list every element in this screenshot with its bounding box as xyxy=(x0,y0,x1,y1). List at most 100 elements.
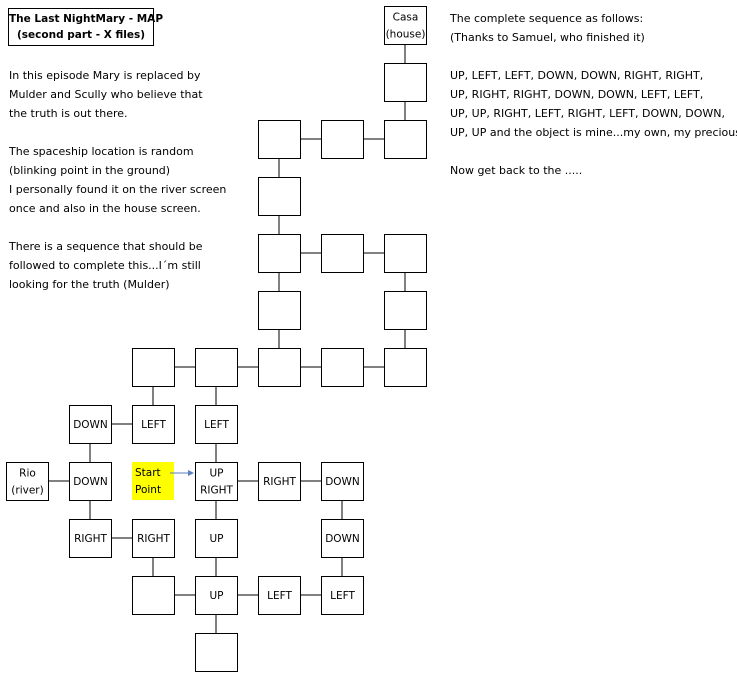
cell-r10c5: LEFT xyxy=(321,576,364,615)
cell-box xyxy=(258,234,301,273)
start-label: Point xyxy=(135,484,161,496)
note-line: (blinking point in the ground) xyxy=(9,164,171,177)
cell-r2c6 xyxy=(384,120,427,159)
sequence-line: UP, UP and the object is mine...my own, … xyxy=(450,126,737,139)
cell-box xyxy=(321,519,364,558)
note-line: Mulder and Scully who believe that xyxy=(9,88,203,101)
cell-label: Casa xyxy=(393,12,419,24)
cell-r4c5 xyxy=(321,234,364,273)
cell-r10c2 xyxy=(132,576,175,615)
sequence-line: Now get back to the ..... xyxy=(450,164,583,177)
note-line: followed to complete this...I´m still xyxy=(9,259,201,272)
cell-r10c3: UP xyxy=(195,576,238,615)
cell-label: LEFT xyxy=(204,419,229,431)
cell-r9c3: UP xyxy=(195,519,238,558)
note-line: looking for the truth (Mulder) xyxy=(9,278,170,291)
cell-rio: Rio (river) xyxy=(6,462,49,501)
cell-label: DOWN xyxy=(73,419,108,431)
cell-r4c6 xyxy=(384,234,427,273)
cell-box xyxy=(321,120,364,159)
cell-box xyxy=(132,405,175,444)
cell-box xyxy=(258,348,301,387)
cell-box xyxy=(6,462,49,501)
cell-label: UP xyxy=(209,533,223,545)
cell-box xyxy=(258,177,301,216)
cell-box xyxy=(384,234,427,273)
cell-label: LEFT xyxy=(267,590,292,602)
cell-box xyxy=(321,234,364,273)
cell-label: DOWN xyxy=(325,533,360,545)
cell-box xyxy=(321,576,364,615)
note-line: In this episode Mary is replaced by xyxy=(9,69,201,82)
cell-r8c1: DOWN xyxy=(69,462,112,501)
cell-label: LEFT xyxy=(141,419,166,431)
cell-r8c4: RIGHT xyxy=(258,462,301,501)
cell-box xyxy=(132,519,175,558)
cell-box xyxy=(258,120,301,159)
sequence-line: (Thanks to Samuel, who finished it) xyxy=(450,31,645,44)
cell-label: RIGHT xyxy=(263,476,296,488)
cell-r6c5 xyxy=(321,348,364,387)
cell-box xyxy=(69,462,112,501)
cell-box xyxy=(69,405,112,444)
cell-r8c5: DOWN xyxy=(321,462,364,501)
cell-label: Rio xyxy=(19,468,36,480)
cell-r9c1: RIGHT xyxy=(69,519,112,558)
cell-box xyxy=(258,576,301,615)
cell-box xyxy=(195,405,238,444)
cell-box xyxy=(132,348,175,387)
sequence-line: UP, UP, RIGHT, LEFT, RIGHT, LEFT, DOWN, … xyxy=(450,107,725,120)
cell-label: DOWN xyxy=(73,476,108,488)
title-line-1: The Last NightMary - MAP xyxy=(9,13,164,25)
cell-casa: Casa (house) xyxy=(384,6,427,45)
cell-r9c2: RIGHT xyxy=(132,519,175,558)
cell-label: RIGHT xyxy=(137,533,170,545)
cell-box xyxy=(384,6,427,45)
cell-r5c6 xyxy=(384,291,427,330)
note-line: I personally found it on the river scree… xyxy=(9,183,227,196)
start-arrowhead xyxy=(188,470,194,476)
cell-box xyxy=(195,633,238,672)
cell-r11c3 xyxy=(195,633,238,672)
cell-box xyxy=(195,348,238,387)
cell-r6c6 xyxy=(384,348,427,387)
cell-box xyxy=(195,576,238,615)
cell-box xyxy=(384,348,427,387)
start-label: Start xyxy=(135,467,161,479)
cell-r2c5 xyxy=(321,120,364,159)
cell-label: UP xyxy=(209,590,223,602)
right-notes: The complete sequence as follows:(Thanks… xyxy=(450,9,737,180)
cell-box xyxy=(132,576,175,615)
cell-box xyxy=(258,462,301,501)
cell-r4c4 xyxy=(258,234,301,273)
cell-r7c1: DOWN xyxy=(69,405,112,444)
cell-box xyxy=(258,291,301,330)
start-highlight xyxy=(132,462,174,500)
note-line: the truth is out there. xyxy=(9,107,128,120)
cell-r7c3: LEFT xyxy=(195,405,238,444)
cell-box xyxy=(69,519,112,558)
title-line-2: (second part - X files) xyxy=(16,29,146,41)
cell-r6c2 xyxy=(132,348,175,387)
cell-box xyxy=(384,291,427,330)
map-title: The Last NightMary - MAP (second part - … xyxy=(8,8,164,46)
cell-label: (river) xyxy=(11,485,43,497)
cell-box xyxy=(195,519,238,558)
cell-label: (house) xyxy=(386,29,426,41)
cell-r2c4 xyxy=(258,120,301,159)
cell-r5c4 xyxy=(258,291,301,330)
sequence-line: UP, RIGHT, RIGHT, DOWN, DOWN, LEFT, LEFT… xyxy=(450,88,704,101)
cell-r6c4 xyxy=(258,348,301,387)
note-line: The spaceship location is random xyxy=(9,145,194,158)
cell-box xyxy=(195,462,238,501)
cell-label: DOWN xyxy=(325,476,360,488)
cell-box xyxy=(321,462,364,501)
cell-r3c4 xyxy=(258,177,301,216)
cell-label: RIGHT xyxy=(74,533,107,545)
cell-label: LEFT xyxy=(330,590,355,602)
left-notes: In this episode Mary is replaced by Mulde… xyxy=(9,66,226,294)
cell-r10c4: LEFT xyxy=(258,576,301,615)
cell-r9c5: DOWN xyxy=(321,519,364,558)
